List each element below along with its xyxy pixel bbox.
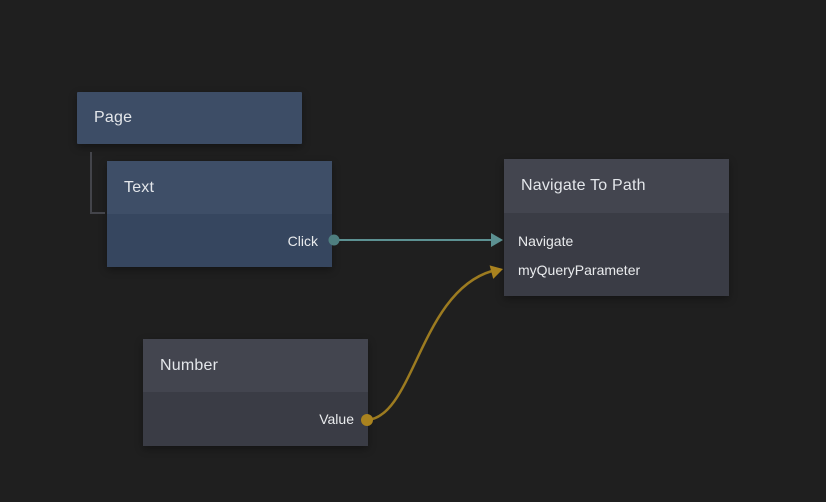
tree-connector-page-text: [90, 152, 105, 214]
node-navigate-to-path[interactable]: Navigate To Path Navigate myQueryParamet…: [504, 159, 729, 296]
port-label: myQueryParameter: [518, 261, 641, 278]
connection-value-myqueryparameter[interactable]: [366, 269, 493, 422]
port-label: Click: [287, 232, 318, 249]
node-page-title: Page: [94, 109, 133, 126]
node-number[interactable]: Number Value: [143, 339, 368, 446]
port-output-click[interactable]: Click: [107, 214, 332, 267]
port-output-value[interactable]: Value: [143, 392, 368, 446]
node-navigate-to-path-title: Navigate To Path: [504, 159, 729, 213]
node-page[interactable]: Page: [77, 92, 302, 144]
node-text[interactable]: Text Click: [107, 161, 332, 267]
node-number-title: Number: [143, 339, 368, 392]
port-label: Value: [319, 411, 354, 427]
port-input-navigate[interactable]: Navigate: [504, 226, 729, 255]
connection-value-myqueryparameter-arrowhead: [489, 265, 503, 279]
port-label: Navigate: [518, 232, 574, 249]
port-input-myqueryparameter[interactable]: myQueryParameter: [504, 255, 729, 284]
connection-click-navigate-arrowhead: [491, 233, 503, 247]
node-text-title: Text: [107, 161, 332, 214]
